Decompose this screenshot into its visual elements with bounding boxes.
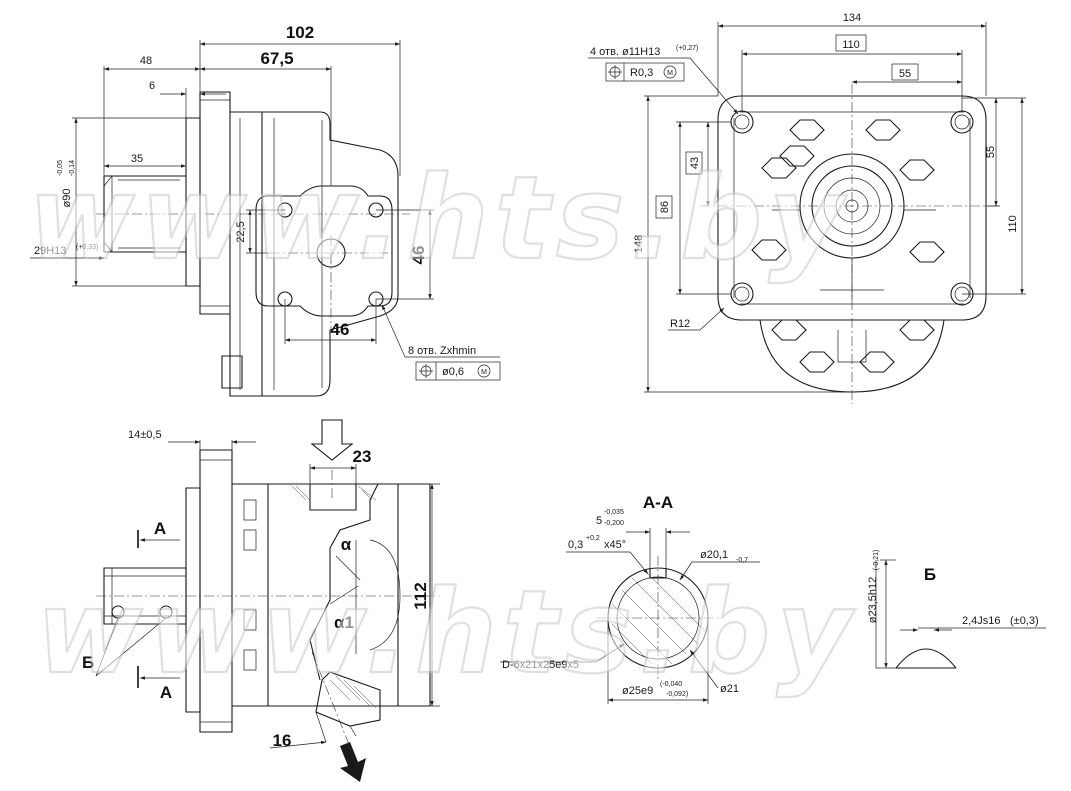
dim-6: 6	[149, 80, 155, 92]
dim-r12: R12	[670, 318, 690, 330]
dim-chamfer-angle: x45°	[604, 539, 626, 551]
dim-16: 16	[273, 731, 292, 750]
watermark: www.hts.by www.hts.by	[27, 151, 857, 701]
dim-23: 23	[353, 447, 372, 466]
dim-148: 148	[633, 235, 645, 253]
dim-134: 134	[843, 12, 861, 24]
dim-110-right: 110	[1007, 215, 1019, 233]
dim-22-5: 22,5	[235, 221, 247, 242]
dim-102: 102	[286, 23, 314, 42]
dim-110-top: 110	[842, 39, 860, 51]
dim-dia-25-tol-up: (-0,040	[660, 681, 682, 688]
angle-alpha: α	[341, 535, 352, 554]
dim-dia-90-tol-lo: -0,14	[69, 160, 76, 176]
tolerance-modifier-side: M	[481, 369, 487, 376]
dim-key-tol-up: -0,035	[604, 509, 624, 516]
outlet-arrow	[340, 742, 366, 782]
dim-48: 48	[140, 55, 152, 67]
section-label-a-bottom: A	[160, 683, 172, 702]
dim-43: 43	[689, 157, 701, 169]
dim-dia-21: ø21	[720, 683, 739, 695]
dim-46-horizontal: 46	[331, 320, 350, 339]
detail-b-dia: ø23,5h12	[867, 577, 879, 623]
detail-b-width-tol: (±0,3)	[1010, 615, 1039, 627]
dim-chamfer: 0,3	[568, 539, 583, 551]
holes-note-front: 4 отв. ø11H13	[590, 46, 660, 58]
dim-dia-20: ø20,1	[700, 549, 728, 561]
dim-dia-25-tol-lo: -0,092)	[666, 691, 688, 698]
side-view: 102 67,5 48 6 35 ø90 -0,05 -0,14 29H13 (…	[30, 23, 501, 397]
tolerance-frame-front: R0,3 M	[605, 62, 685, 82]
spline-designation: D-6x21x25e9x5	[502, 659, 579, 671]
dim-key-width: 5	[596, 515, 602, 527]
dim-46-vertical: 46	[409, 246, 428, 265]
section-view: A A Б 14±0,5 23 112 16 α α1	[82, 419, 440, 782]
dim-key-tol-lo: -0,200	[604, 520, 624, 527]
dim-dia-90-tol-up: -0,05	[57, 160, 64, 176]
dim-67-5: 67,5	[260, 49, 293, 68]
dim-86: 86	[659, 201, 671, 213]
detail-b-width: 2,4Js16	[962, 615, 1001, 627]
front-view: 134 110 55 148 86 43 55 110 4 отв. ø11	[588, 12, 1026, 404]
dim-dia-25: ø25e9	[622, 685, 653, 697]
angle-alpha1: α1	[334, 613, 354, 632]
tolerance-frame-side: ø0,6 M	[415, 361, 501, 381]
holes-note-side: 8 отв. Zxhmin	[408, 345, 476, 357]
dim-dia-20-tol: -0,7	[736, 557, 748, 564]
section-label-a-top: A	[154, 519, 166, 538]
dim-35: 35	[131, 153, 143, 165]
dim-112: 112	[411, 582, 430, 609]
dim-29h13-tol: (+0,33)	[76, 244, 98, 251]
holes-note-front-tol: (+0,27)	[676, 45, 698, 52]
detail-label-b: Б	[82, 653, 94, 672]
holes-tolerance-front: R0,3	[630, 67, 653, 79]
detail-b: Б ø23,5h12 (-0,21) 2,4Js16 (±0,3)	[867, 550, 1046, 669]
detail-b-dia-tol: (-0,21)	[873, 550, 880, 571]
dim-29h13: 29H13	[34, 245, 66, 257]
detail-b-title: Б	[924, 565, 936, 584]
section-a-a: A-A 5 -0,035 -0,200 0,3 +0,2 x45° ø20,1 …	[500, 493, 760, 704]
watermark-top: www.hts.by	[28, 152, 849, 286]
inlet-arrow	[310, 419, 354, 461]
holes-tolerance-side: ø0,6	[442, 366, 464, 378]
dim-14: 14±0,5	[128, 429, 162, 441]
dim-chamfer-tol: +0,2	[586, 535, 600, 542]
dim-55-right: 55	[985, 146, 997, 158]
watermark-bottom: www.hts.by	[36, 566, 857, 700]
dim-dia-90: ø90	[61, 189, 73, 208]
tolerance-modifier-front: M	[667, 70, 673, 77]
section-aa-title: A-A	[643, 493, 673, 512]
dim-55-top: 55	[899, 68, 911, 80]
